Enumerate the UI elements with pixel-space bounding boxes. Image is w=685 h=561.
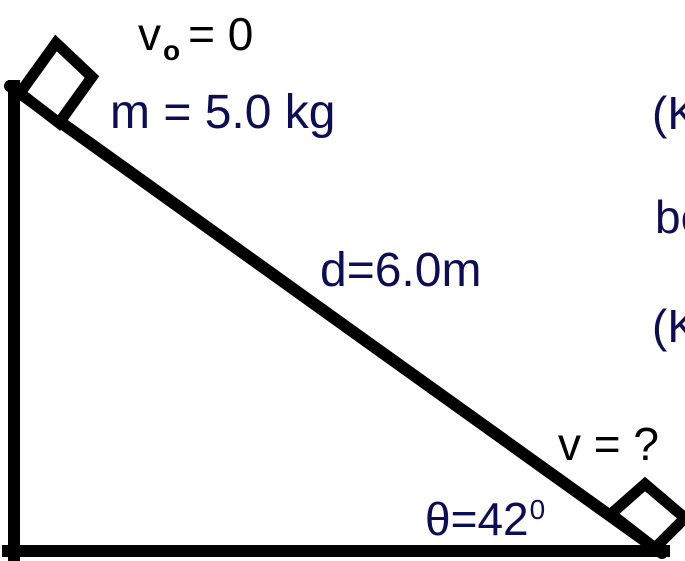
clipped-text-3: (K (652, 300, 685, 352)
block-bottom (602, 476, 685, 556)
angle-label: θ=420 (425, 493, 546, 545)
initial-velocity-subscript: o (163, 35, 181, 66)
initial-velocity-label: vo= 0 (138, 8, 254, 65)
clipped-text-1: (K (652, 87, 685, 139)
clipped-text-2: be (655, 191, 685, 243)
distance-label: d=6.0m (320, 244, 482, 297)
initial-velocity-value: = 0 (188, 8, 254, 60)
block-top (12, 34, 100, 131)
mass-label: m = 5.0 kg (110, 86, 336, 139)
angle-superscript: 0 (529, 494, 546, 525)
angle-text: θ=42 (425, 493, 529, 545)
incline-hypotenuse (4, 80, 668, 559)
initial-velocity-symbol: v (138, 8, 161, 60)
final-velocity-label: v = ? (558, 418, 660, 470)
